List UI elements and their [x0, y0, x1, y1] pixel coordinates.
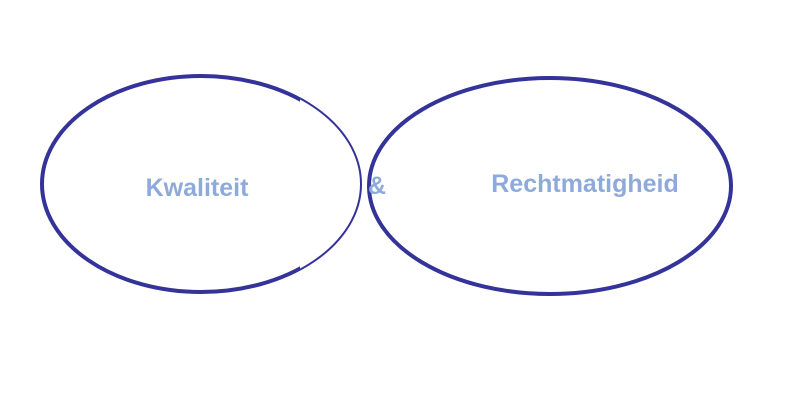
- right-circle-rechtmatigheid: [367, 76, 733, 296]
- label-kwaliteit: Kwaliteit: [146, 174, 249, 202]
- label-ampersand: &: [368, 172, 386, 200]
- label-rechtmatigheid: Rechtmatigheid: [491, 170, 679, 198]
